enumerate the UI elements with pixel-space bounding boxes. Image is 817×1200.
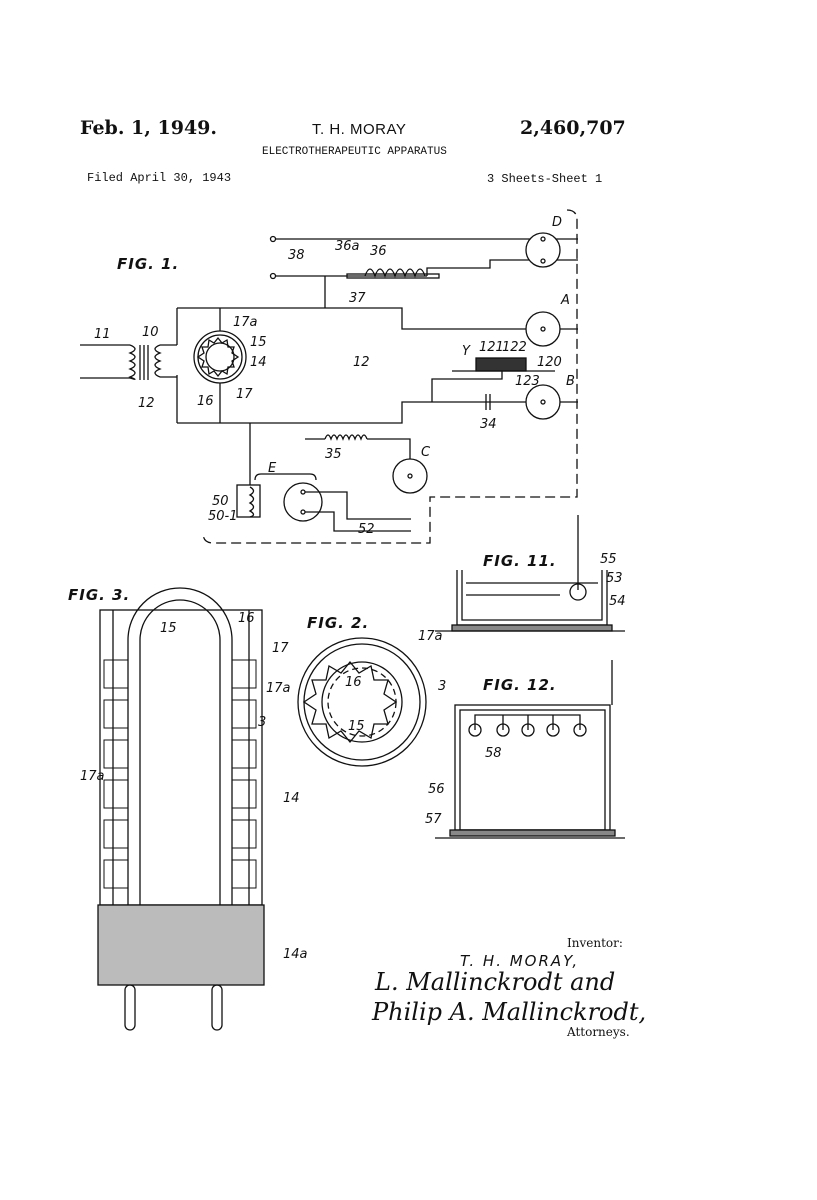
label-15: 15 (250, 335, 267, 350)
fig11-label-55: 55 (600, 552, 617, 567)
label-11: 11 (94, 327, 111, 342)
fig2-label-17a: 17a (418, 629, 443, 644)
fig11-bath: FIG. 11. 55 53 54 (435, 515, 626, 632)
label-Y: Y (462, 344, 471, 359)
fig12-label-56: 56 (428, 782, 445, 797)
label-35: 35 (325, 447, 342, 462)
fig12-bath: FIG. 12. 58 56 57 (425, 660, 625, 839)
sheet-count: 3 Sheets-Sheet 1 (487, 172, 603, 186)
filed-date: Filed April 30, 1943 (87, 171, 232, 185)
fig11-label-54: 54 (609, 594, 626, 609)
fig3-label-17: 17 (272, 641, 289, 656)
fig2-label-3: 3 (438, 679, 446, 694)
label-122: 122 (502, 340, 527, 355)
label-12: 12 (353, 355, 370, 370)
inventor-label: Inventor: (567, 936, 623, 950)
label-17a: 17a (233, 315, 258, 330)
label-10: 10 (142, 325, 159, 340)
label-52: 52 (358, 522, 375, 537)
label-36: 36 (370, 244, 387, 259)
fig11-label-53: 53 (606, 571, 623, 586)
label-121: 121 (479, 340, 504, 355)
label-34: 34 (480, 417, 497, 432)
label-17: 17 (236, 387, 253, 402)
label-37: 37 (349, 291, 366, 306)
fig1-circuit: FIG. 1. (80, 209, 578, 544)
label-50: 50 (212, 494, 229, 509)
label-C: C (421, 445, 431, 460)
fig3-label-14: 14 (283, 791, 300, 806)
fig2-label-15: 15 (348, 719, 365, 734)
patent-date: Feb. 1, 1949. (80, 117, 217, 139)
label-16: 16 (197, 394, 214, 409)
label-A: A (560, 293, 570, 308)
fig11-title: FIG. 11. (483, 552, 557, 570)
fig2-title: FIG. 2. (307, 614, 369, 632)
fig1-title: FIG. 1. (117, 255, 179, 273)
fig12-label-58: 58 (485, 746, 502, 761)
label-50-1: 50-1 (208, 509, 238, 524)
fig2-label-16: 16 (345, 675, 362, 690)
patent-number: 2,460,707 (520, 117, 626, 139)
label-B: B (566, 374, 575, 389)
label-D: D (552, 215, 562, 230)
label-14: 14 (250, 355, 267, 370)
fig3-label-15: 15 (160, 621, 177, 636)
label-123: 123 (515, 374, 540, 389)
fig3-tube: FIG. 3. 15 16 17 17a 3 17a 14 14a (68, 586, 308, 1031)
attorneys-label: Attorneys. (566, 1025, 630, 1039)
signature-block: Inventor: T. H. MORAY, L. Mallinckrodt a… (371, 936, 646, 1039)
fig3-label-3: 3 (258, 715, 266, 730)
fig3-label-17a-right: 17a (266, 681, 291, 696)
fig2-section: FIG. 2. 17a 16 3 15 (297, 614, 446, 767)
label-120: 120 (537, 355, 562, 370)
label-38: 38 (288, 248, 305, 263)
inventor-name: T. H. MORAY (312, 121, 407, 138)
attorney-signature-1: L. Mallinckrodt and (374, 968, 615, 996)
coil-36 (364, 268, 426, 278)
fig3-label-16: 16 (238, 611, 255, 626)
label-36a: 36a (335, 239, 360, 254)
inventor-signature-name: T. H. MORAY, (460, 952, 579, 970)
fig12-title: FIG. 12. (483, 676, 557, 694)
fig3-title: FIG. 3. (68, 586, 130, 604)
fig3-label-17a-left: 17a (80, 769, 105, 784)
fig3-label-14a: 14a (283, 947, 308, 962)
fig12-label-57: 57 (425, 812, 442, 827)
patent-title: ELECTROTHERAPEUTIC APPARATUS (262, 146, 447, 158)
label-12-left: 12 (138, 396, 155, 411)
attorney-signature-2: Philip A. Mallinckrodt, (371, 998, 646, 1026)
label-E: E (268, 461, 277, 476)
